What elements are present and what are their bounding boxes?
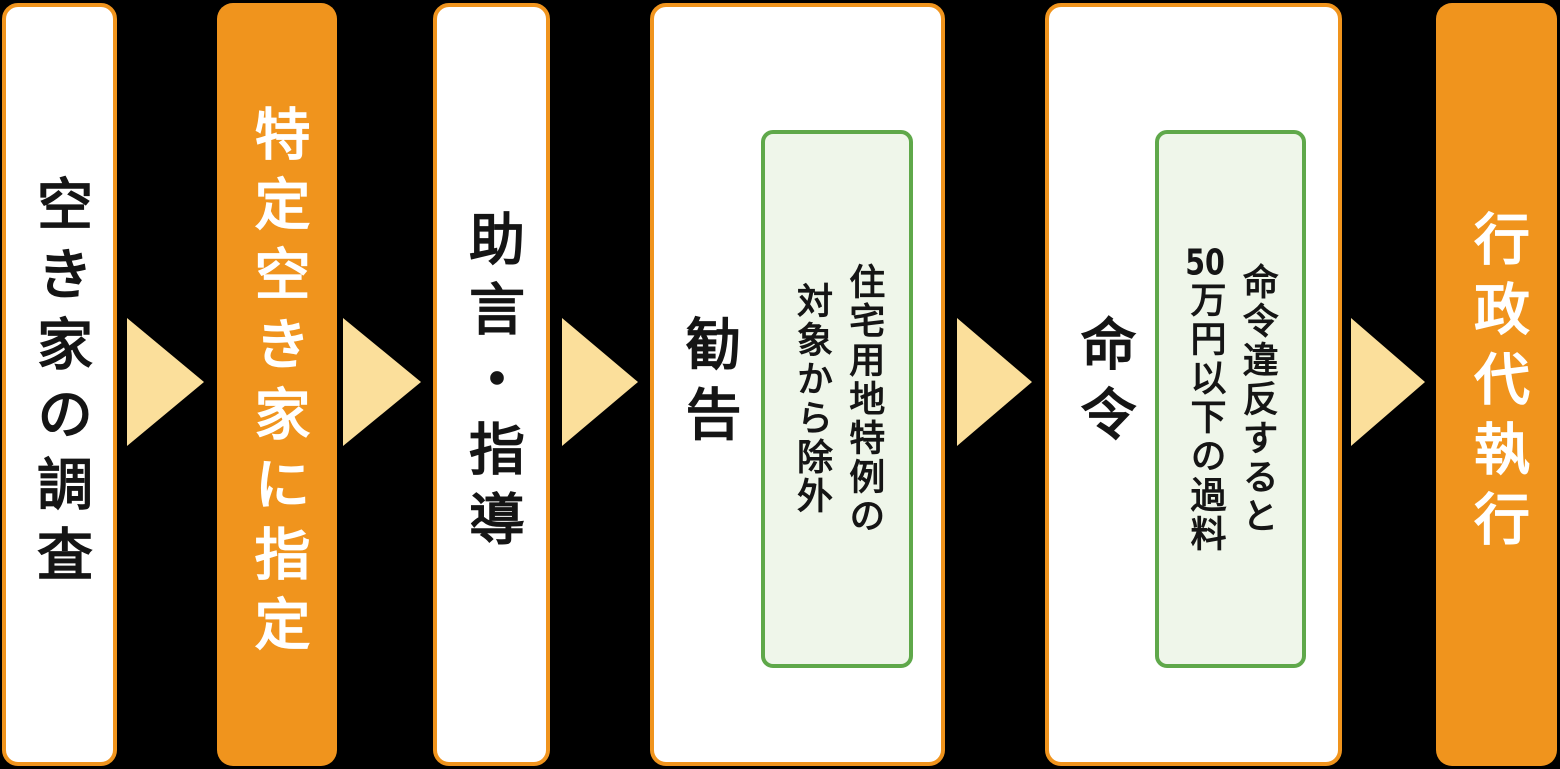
arrow-right-icon — [343, 318, 421, 446]
arrow-right-icon — [957, 318, 1032, 446]
step-execution: 行政代執行 — [1436, 3, 1557, 766]
note-amount: 50 — [1185, 244, 1225, 281]
arrow-right-icon — [562, 318, 638, 446]
step-advice-label: 助言・指導 — [459, 209, 525, 560]
note-line: 50万円以下の過料 — [1178, 245, 1230, 554]
arrow-right-icon — [1351, 318, 1425, 446]
step-survey: 空き家の調査 — [2, 3, 117, 766]
note-box-recommendation: 住宅用地特例の 対象から除外 — [761, 130, 913, 668]
step-recommendation: 勧告 住宅用地特例の 対象から除外 — [650, 3, 945, 766]
step-survey-label: 空き家の調査 — [27, 174, 93, 595]
arrow-right-icon — [127, 318, 204, 446]
note-line: 命令違反すると — [1236, 262, 1278, 536]
note-line: 住宅用地特例の — [843, 262, 885, 536]
step-recommendation-label-area: 勧告 — [654, 7, 762, 762]
step-designation-label: 特定空き家に指定 — [245, 104, 310, 665]
note-box-order: 命令違反すると 50万円以下の過料 — [1155, 130, 1306, 668]
step-execution-label: 行政代執行 — [1464, 209, 1530, 560]
step-order-label-area: 命令 — [1049, 7, 1157, 762]
step-designation: 特定空き家に指定 — [217, 3, 337, 766]
note-order-text: 命令違反すると 50万円以下の過料 — [1178, 245, 1282, 554]
step-recommendation-label: 勧告 — [676, 314, 741, 455]
step-order: 命令 命令違反すると 50万円以下の過料 — [1045, 3, 1342, 766]
note-line-suffix: 万円以下の過料 — [1184, 280, 1226, 554]
step-advice: 助言・指導 — [433, 3, 550, 766]
note-line: 対象から除外 — [791, 282, 832, 516]
note-recommendation-text: 住宅用地特例の 対象から除外 — [785, 263, 889, 536]
step-order-label: 命令 — [1071, 314, 1136, 455]
